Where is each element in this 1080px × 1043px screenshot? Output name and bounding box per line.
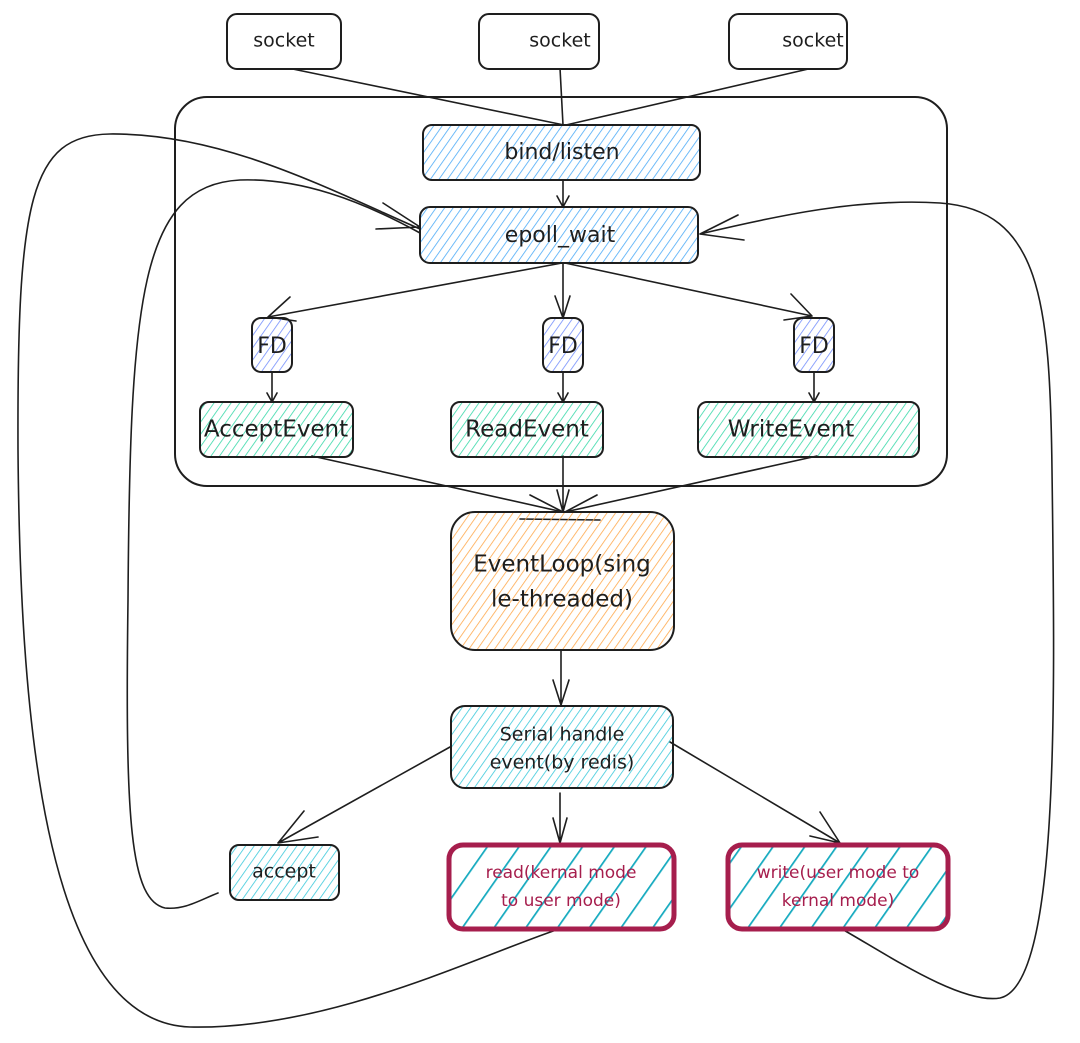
bind-listen-node[interactable]: bind/listen [422, 124, 701, 181]
serial-handle-node[interactable]: Serial handle event(by redis) [450, 705, 674, 789]
edge-bind-to-epoll [556, 179, 570, 208]
fd-label-2: FD [548, 334, 578, 359]
socket-label-2: socket [529, 30, 590, 52]
event-loop-label-line-2: le-threaded) [491, 587, 633, 613]
edge-epoll-to-fd-2 [554, 262, 571, 319]
socket-node-3[interactable]: socket [728, 13, 848, 70]
socket-node-2[interactable]: socket [478, 13, 600, 70]
edge-write-back-to-epoll [699, 201, 1055, 1000]
fd-label-3: FD [799, 334, 829, 359]
epoll-wait-label: epoll_wait [505, 223, 616, 248]
edge-fd-3-to-write-event [808, 371, 820, 403]
serial-handle-label-line-2: event(by redis) [490, 752, 635, 774]
edge-serial-to-read [552, 792, 568, 844]
edge-socket-3-to-bind [565, 66, 818, 126]
edge-serial-to-write [669, 741, 841, 844]
edge-accept-event-to-loop [311, 455, 564, 513]
accept-event-node[interactable]: AcceptEvent [199, 401, 354, 458]
edge-write-event-to-loop [519, 455, 818, 521]
serial-handle-label-line-1: Serial handle [500, 724, 625, 746]
event-loop-node[interactable]: EventLoop(sing le-threaded) [450, 511, 675, 651]
edge-fd-1-to-accept-event [266, 371, 278, 403]
bind-listen-label: bind/listen [504, 140, 619, 165]
edge-read-back-to-epoll [17, 133, 563, 1028]
fd-node-2[interactable]: FD [542, 317, 584, 373]
edge-epoll-to-fd-1 [267, 262, 563, 322]
write-label-line-2: kernal mode) [782, 891, 895, 911]
event-loop-label-line-1: EventLoop(sing [473, 552, 651, 578]
epoll-wait-node[interactable]: epoll_wait [419, 206, 699, 264]
edge-accept-back-to-epoll [126, 179, 421, 910]
accept-label: accept [252, 861, 316, 883]
edge-read-event-to-loop [556, 455, 570, 513]
accept-node[interactable]: accept [229, 844, 340, 901]
write-label-line-1: write(user mode to [757, 863, 920, 883]
write-event-label: WriteEvent [728, 417, 855, 443]
edge-loop-to-serial [552, 649, 570, 706]
write-event-node[interactable]: WriteEvent [697, 401, 920, 458]
write-node[interactable]: write(user mode to kernal mode) [725, 842, 951, 932]
edge-socket-1-to-bind [282, 66, 565, 126]
edge-fd-2-to-read-event [557, 371, 569, 403]
socket-node-1[interactable]: socket [226, 13, 342, 70]
edge-epoll-to-fd-3 [564, 262, 813, 321]
read-label-line-2: to user mode) [501, 891, 621, 911]
fd-node-1[interactable]: FD [251, 317, 293, 373]
edge-socket-2-to-bind [559, 67, 564, 126]
accept-event-label: AcceptEvent [204, 417, 348, 443]
read-event-node[interactable]: ReadEvent [450, 401, 604, 458]
read-node[interactable]: read(kernal mode to user mode) [446, 842, 677, 932]
fd-node-3[interactable]: FD [793, 317, 835, 373]
fd-label-1: FD [257, 334, 287, 359]
socket-label-1: socket [253, 30, 314, 52]
read-event-label: ReadEvent [465, 417, 589, 443]
edge-serial-to-accept [277, 746, 451, 844]
socket-label-3: socket [782, 30, 843, 52]
read-label-line-1: read(kernal mode [486, 863, 637, 883]
